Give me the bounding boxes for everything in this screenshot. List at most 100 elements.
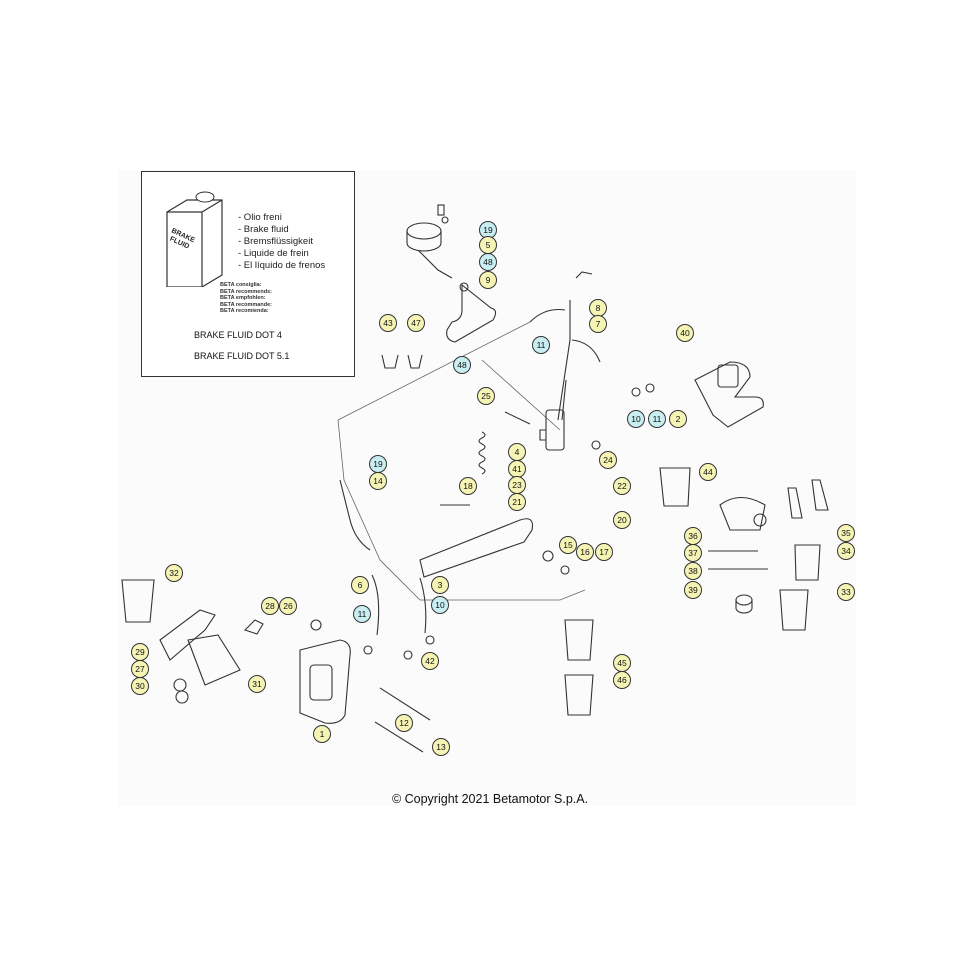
callout-label: 19	[373, 459, 383, 469]
pins-27-30	[173, 678, 189, 704]
callout-label: 26	[283, 601, 293, 611]
callout-label: 38	[688, 566, 698, 576]
callout-label: 48	[483, 257, 493, 267]
assembly-lines	[337, 321, 586, 601]
brake-line	[557, 300, 571, 421]
recommend-lines: BETA consiglia: BETA recommends: BETA em…	[220, 282, 272, 315]
rear-caliper	[694, 361, 764, 428]
callout-label: 5	[486, 240, 491, 250]
callout-label: 31	[252, 679, 262, 689]
callout-25: 25	[477, 387, 495, 405]
recommend-es: BETA recomienda:	[220, 308, 269, 315]
callout-35: 35	[837, 524, 855, 542]
callout-label: 48	[457, 360, 467, 370]
callout-label: 18	[463, 481, 473, 491]
callout-5: 5	[479, 236, 497, 254]
hose-3	[419, 577, 427, 634]
callout-19: 19	[369, 455, 387, 473]
callout-19: 19	[479, 221, 497, 239]
callout-43: 43	[379, 314, 397, 332]
callout-label: 43	[383, 318, 393, 328]
callout-label: 40	[680, 328, 690, 338]
callout-label: 25	[481, 391, 491, 401]
nut-26	[310, 619, 322, 631]
reservoir-hose	[446, 283, 497, 343]
callout-label: 19	[483, 225, 493, 235]
callout-label: 32	[169, 568, 179, 578]
callout-48: 48	[479, 253, 497, 271]
recommend-en: BETA recommends:	[220, 288, 272, 295]
clip-47	[407, 354, 423, 369]
callout-label: 10	[631, 414, 641, 424]
callout-41: 41	[508, 460, 526, 478]
callout-36: 36	[684, 527, 702, 545]
callout-label: 33	[841, 587, 851, 597]
callout-label: 3	[438, 580, 443, 590]
callout-39: 39	[684, 581, 702, 599]
fluid-name-en: - Brake fluid	[238, 224, 289, 235]
callout-label: 45	[617, 658, 627, 668]
bolt-12-13	[374, 687, 431, 753]
reservoir-part	[406, 204, 453, 279]
callout-29: 29	[131, 643, 149, 661]
callout-label: 23	[512, 480, 522, 490]
callout-34: 34	[837, 542, 855, 560]
callout-11: 11	[353, 605, 371, 623]
callout-20: 20	[613, 511, 631, 529]
callout-label: 11	[653, 414, 662, 424]
callout-6: 6	[351, 576, 369, 594]
callout-label: 44	[703, 467, 713, 477]
callout-label: 22	[617, 481, 627, 491]
callout-label: 11	[358, 609, 367, 619]
recommend-fr: BETA recommande:	[220, 301, 272, 308]
callout-2: 2	[669, 410, 687, 428]
callout-48: 48	[453, 356, 471, 374]
callout-11: 11	[648, 410, 666, 428]
bag-33	[779, 589, 809, 631]
clip-43	[381, 354, 399, 369]
callout-40: 40	[676, 324, 694, 342]
callout-label: 7	[596, 319, 601, 329]
caliper-bracket-29	[159, 609, 216, 661]
callout-label: 21	[512, 497, 522, 507]
callout-33: 33	[837, 583, 855, 601]
callout-label: 24	[603, 455, 613, 465]
callout-10: 10	[627, 410, 645, 428]
callout-label: 9	[486, 275, 491, 285]
callout-45: 45	[613, 654, 631, 672]
pad-35	[787, 479, 829, 519]
callout-4: 4	[508, 443, 526, 461]
callout-27: 27	[131, 660, 149, 678]
callout-37: 37	[684, 544, 702, 562]
callout-label: 47	[411, 318, 421, 328]
callout-16: 16	[576, 543, 594, 561]
brake-hose-upper	[529, 271, 601, 363]
hose-6	[371, 574, 380, 636]
bag-44	[659, 467, 691, 507]
master-cylinder	[539, 409, 565, 451]
callout-label: 20	[617, 515, 627, 525]
callout-14: 14	[369, 472, 387, 490]
callout-label: 30	[135, 681, 145, 691]
brake-fluid-bottle-icon: BRAKEFLUID	[166, 191, 223, 287]
fluid-names: - Olio freni - Brake fluid - Bremsflüssi…	[238, 212, 325, 272]
recommend-de: BETA empfohlen:	[220, 295, 266, 302]
callout-24: 24	[599, 451, 617, 469]
pad-set-31	[187, 634, 241, 686]
callout-15: 15	[559, 536, 577, 554]
callout-label: 39	[688, 585, 698, 595]
callout-42: 42	[421, 652, 439, 670]
callout-label: 36	[688, 531, 698, 541]
callout-label: 14	[373, 476, 383, 486]
callout-label: 27	[135, 664, 145, 674]
hose-left	[339, 479, 371, 551]
bag-34	[794, 544, 821, 581]
callout-label: 12	[399, 718, 409, 728]
callout-label: 17	[599, 547, 609, 557]
callout-18: 18	[459, 477, 477, 495]
callout-label: 4	[515, 447, 520, 457]
callout-label: 13	[436, 742, 446, 752]
bolt-25	[504, 411, 531, 425]
callout-13: 13	[432, 738, 450, 756]
